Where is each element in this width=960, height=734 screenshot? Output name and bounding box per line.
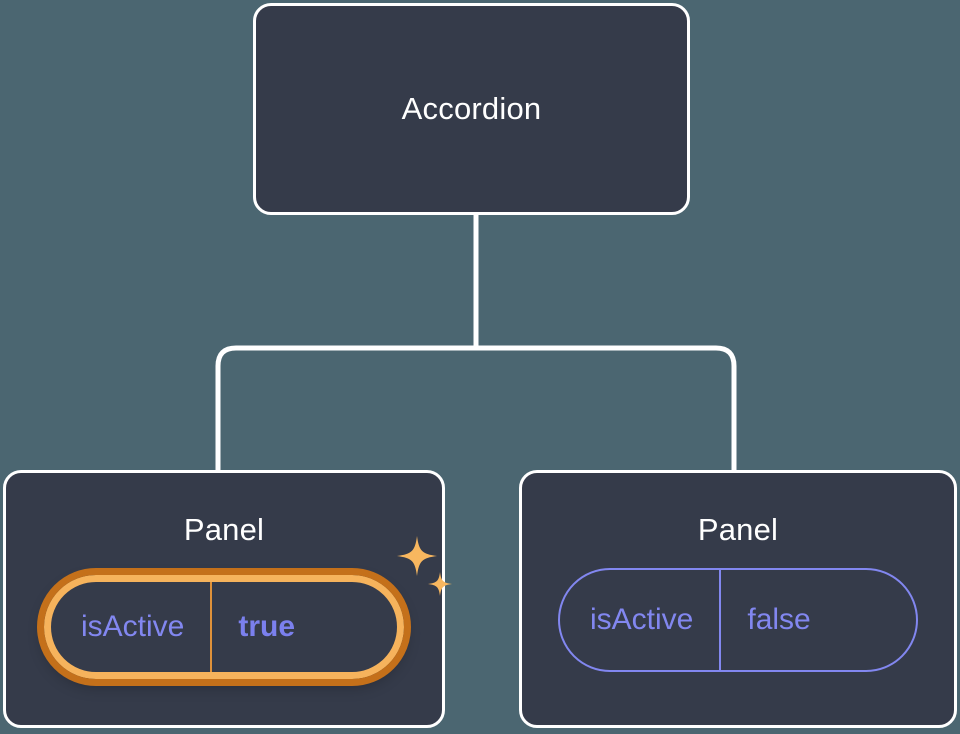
prop-value-active: true [210,582,327,673]
node-accordion-title: Accordion [401,90,542,126]
prop-pill-wrapper-active: isActive true [37,536,452,687]
prop-value-inactive: false [719,570,842,671]
node-panel-active-title: Panel [183,512,265,547]
prop-pill-active[interactable]: isActive true [37,568,411,687]
node-panel-inactive[interactable]: Panel isActive false [519,470,957,728]
sparkle-icon [397,536,437,577]
prop-key-inactive: isActive [590,603,694,637]
node-panel-inactive-title: Panel [697,512,779,547]
prop-key-active: isActive [81,610,185,644]
node-panel-active[interactable]: Panel isActive true [3,470,452,728]
sparkle-small-icon [428,572,452,597]
prop-pill-inactive[interactable]: isActive false [558,568,918,673]
node-accordion[interactable]: Accordion [253,3,690,215]
prop-pill-wrapper-inactive: isActive false [558,568,918,673]
connector-branch-bus [215,345,737,470]
sparkle-icon-group [397,536,452,597]
